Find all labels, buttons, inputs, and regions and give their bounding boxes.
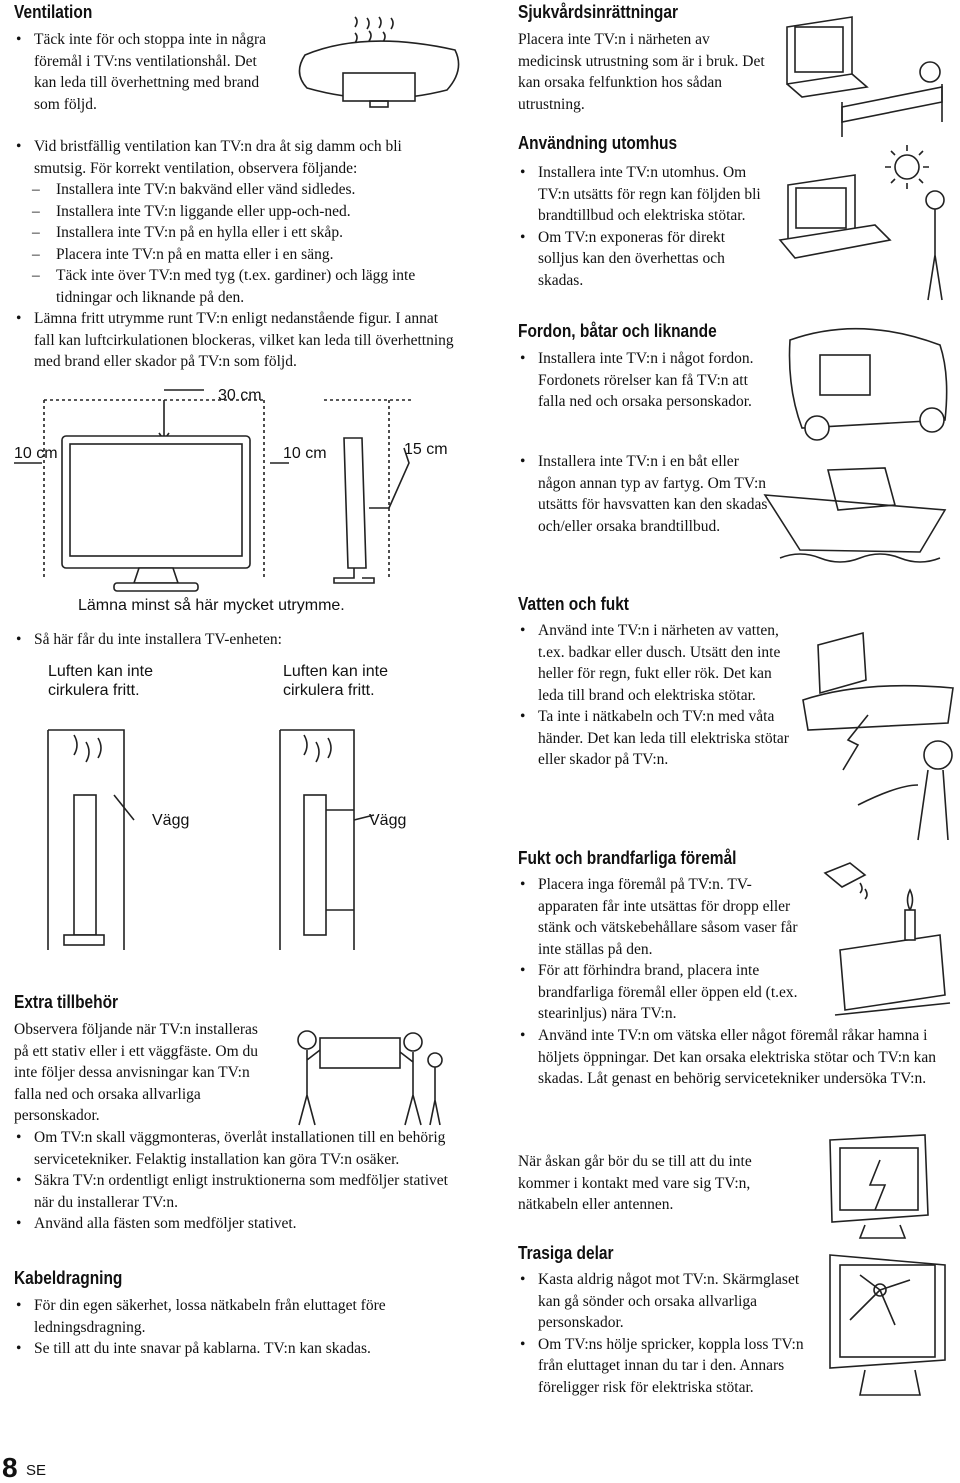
ventilation-list-3: Lämna fritt utrymme runt TV:n enligt ned… (14, 308, 456, 373)
extra-list: Om TV:n skall väggmonteras, överlåt inst… (14, 1127, 459, 1235)
list-item: Täck inte för och stoppa inte in några f… (14, 29, 274, 115)
list-item: Installera inte TV:n bakvänd eller vänd … (14, 179, 454, 201)
list-item: Använd inte TV:n om vätska eller något f… (518, 1025, 958, 1090)
air-label-left: Luften kan inte cirkulera fritt. (48, 663, 153, 699)
clearance-diagram (14, 389, 414, 592)
list-item: Se till att du inte snavar på kablarna. … (14, 1338, 459, 1360)
water-heading: Vatten och fukt (518, 594, 629, 614)
outdoor-list: Installera inte TV:n utomhus. Om TV:n ut… (518, 162, 768, 291)
extra-intro: Observera följande när TV:n installeras … (14, 1021, 259, 1124)
ventilation-list-1: Täck inte för och stoppa inte in några f… (14, 29, 274, 115)
list-item: Ta inte i nätkabeln och TV:n med våta hä… (518, 706, 790, 771)
covered-tv-illustration (298, 16, 460, 108)
wall-mount-illustration (297, 1030, 443, 1126)
list-item: För att förhindra brand, placera inte br… (518, 960, 818, 1025)
page-number: 8 (2, 1452, 18, 1483)
outdoor-illustration (778, 145, 945, 301)
list-item: Installera inte TV:n i något fordon. For… (518, 348, 768, 413)
medical-text: Placera inte TV:n i närheten av medicins… (518, 31, 765, 113)
cable-heading: Kabeldragning (14, 1268, 123, 1288)
clearance-right-label: 10 cm (283, 445, 327, 462)
list-item: Om TV:n skall väggmonteras, överlåt inst… (14, 1127, 459, 1170)
thunder-illustration (829, 1134, 929, 1239)
list-item: Placera inte TV:n på en matta eller i en… (14, 244, 454, 266)
list-item: Placera inga föremål på TV:n. TV-apparat… (518, 874, 808, 960)
list-item: Använd inte TV:n i närheten av vatten, t… (518, 620, 790, 706)
ventilation-dash-list: Installera inte TV:n bakvänd eller vänd … (14, 179, 454, 308)
medical-heading: Sjukvårdsinrättningar (518, 2, 679, 22)
thunder-text: När åskan går bör du se till att du inte… (518, 1153, 752, 1213)
page-lang: SE (26, 1462, 47, 1479)
list-item: Om TV:n exponeras för direkt solljus kan… (518, 227, 768, 292)
ventilation-heading: Ventilation (14, 2, 93, 22)
ventilation-list-4: Så här får du inte installera TV-enheten… (14, 629, 454, 651)
list-item: Lämna fritt utrymme runt TV:n enligt ned… (14, 308, 456, 373)
wrong-installation-diagram (47, 729, 375, 950)
vehicles-list-1: Installera inte TV:n i något fordon. For… (518, 348, 768, 413)
extra-heading: Extra tillbehör (14, 992, 119, 1012)
air-label-right: Luften kan inte cirkulera fritt. (283, 663, 388, 699)
list-item: Installera inte TV:n utomhus. Om TV:n ut… (518, 162, 768, 227)
moisture-list-2: För att förhindra brand, placera inte br… (518, 960, 818, 1025)
moisture-heading: Fukt och brandfarliga föremål (518, 848, 737, 868)
water-illustration (802, 631, 954, 841)
broken-list: Kasta aldrig något mot TV:n. Skärmglaset… (518, 1269, 818, 1398)
wall-label-right: Vägg (369, 812, 407, 829)
list-item: Säkra TV:n ordentligt enligt instruktion… (14, 1170, 459, 1213)
list-item: Installera inte TV:n på en hylla eller i… (14, 222, 454, 244)
list-item: Täck inte över TV:n med tyg (t.ex. gardi… (14, 265, 454, 308)
wall-label-left: Vägg (152, 812, 190, 829)
ventilation-list-2: Vid bristfällig ventilation kan TV:n dra… (14, 136, 454, 179)
cable-list: För din egen säkerhet, lossa nätkabeln f… (14, 1295, 459, 1360)
clearance-caption: Lämna minst så här mycket utrymme. (78, 597, 345, 614)
list-item: Om TV:ns hölje spricker, koppla loss TV:… (518, 1334, 818, 1399)
vehicle-illustration (788, 327, 948, 441)
vehicles-list-2: Installera inte TV:n i en båt eller någo… (518, 451, 768, 537)
clearance-side-label: 15 cm (404, 441, 448, 458)
list-item: Vid bristfällig ventilation kan TV:n dra… (14, 136, 454, 179)
moisture-list-3: Använd inte TV:n om vätska eller något f… (518, 1025, 958, 1090)
vehicles-heading: Fordon, båtar och liknande (518, 321, 717, 341)
clearance-left-label: 10 cm (14, 445, 58, 462)
list-item: För din egen säkerhet, lossa nätkabeln f… (14, 1295, 459, 1338)
moisture-list-1: Placera inga föremål på TV:n. TV-apparat… (518, 874, 808, 960)
boat-illustration (763, 467, 947, 563)
list-item: Så här får du inte installera TV-enheten… (14, 629, 454, 651)
water-list: Använd inte TV:n i närheten av vatten, t… (518, 620, 790, 771)
hospital-illustration (786, 16, 943, 137)
outdoor-heading: Användning utomhus (518, 133, 678, 153)
list-item: Kasta aldrig något mot TV:n. Skärmglaset… (518, 1269, 818, 1334)
broken-heading: Trasiga delar (518, 1243, 614, 1263)
candle-illustration (823, 862, 951, 1016)
list-item: Använd alla fästen som medföljer stative… (14, 1213, 459, 1235)
broken-screen-illustration (829, 1254, 946, 1396)
list-item: Installera inte TV:n liggande eller upp-… (14, 201, 454, 223)
list-item: Installera inte TV:n i en båt eller någo… (518, 451, 768, 537)
